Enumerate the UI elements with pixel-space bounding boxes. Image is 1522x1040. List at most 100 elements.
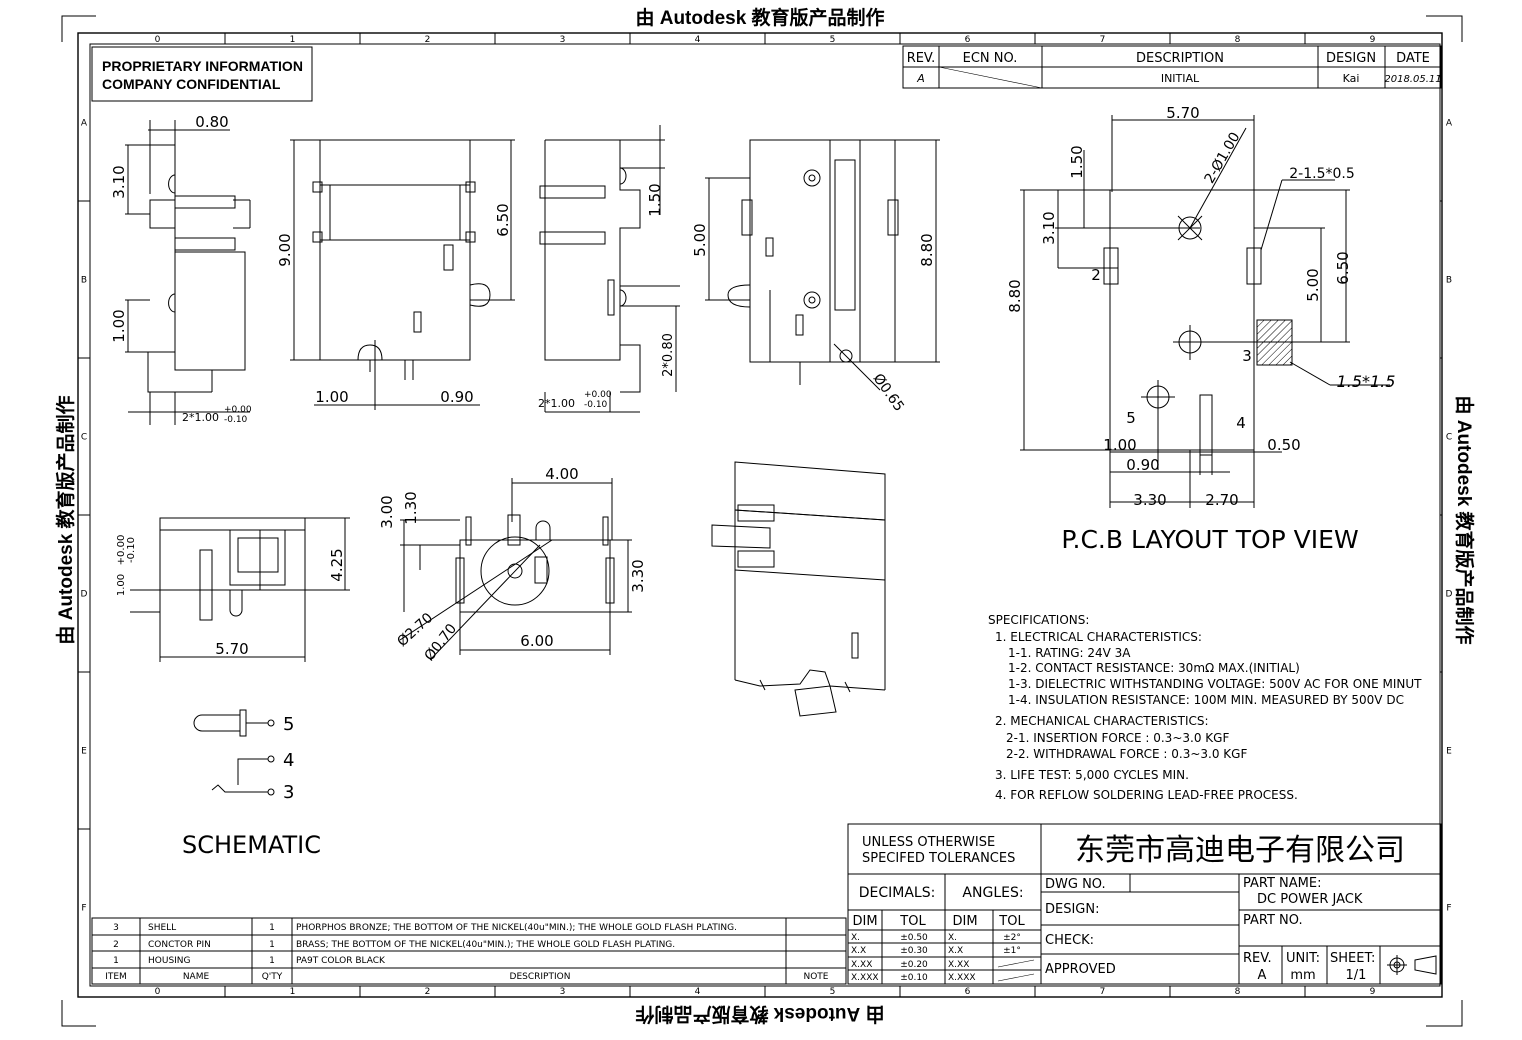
- pcb-dim-0.90: 0.90: [1126, 456, 1159, 474]
- dim-1.00-bottom: 1.00: [116, 574, 127, 596]
- grid-column-label: 2: [425, 35, 431, 45]
- bom-item: 3: [113, 923, 119, 933]
- grid-column-label: 4: [695, 35, 701, 45]
- pcb-pin-4: 4: [1236, 414, 1246, 432]
- right-view: [539, 125, 680, 413]
- grid-column-label: 0: [155, 987, 161, 997]
- pcb-dim-3.30: 3.30: [1133, 491, 1166, 509]
- dim-2x1.00-right: 2*1.00: [538, 397, 575, 410]
- spec-line: 1-3. DIELECTRIC WITHSTANDING VOLTAGE: 50…: [1008, 677, 1422, 691]
- grid-column-label: 3: [560, 987, 566, 997]
- grid-row-label: E: [1446, 747, 1452, 757]
- bom-item: 2: [113, 940, 119, 950]
- dim-1.30: 1.30: [402, 491, 420, 524]
- company-name: 东莞市高迪电子有限公司: [1075, 833, 1405, 868]
- grid-row-label: F: [81, 904, 86, 914]
- tol-ang-dim: X.XXX: [948, 973, 976, 983]
- dim-dia-0.65: Ø0.65: [870, 371, 907, 415]
- tol-dec-dim: X.XXX: [851, 973, 879, 983]
- proprietary-line2: COMPANY CONFIDENTIAL: [102, 76, 281, 92]
- pcb-dim-2.70: 2.70: [1205, 491, 1238, 509]
- tol-angles: ANGLES:: [962, 885, 1023, 901]
- date-value: 2018.05.11: [1384, 74, 1441, 85]
- tol-ang-value: ±2°: [1003, 933, 1021, 943]
- tol-dec-dim: X.XX: [851, 960, 872, 970]
- grid-row-label: C: [81, 433, 87, 443]
- rev-header: REV.: [907, 51, 936, 66]
- grid-row-label: B: [81, 276, 87, 286]
- unit-value: mm: [1290, 968, 1315, 983]
- spec-line: 2-1. INSERTION FORCE : 0.3~3.0 KGF: [1006, 731, 1229, 745]
- dim-4.25: 4.25: [328, 548, 346, 581]
- date-header: DATE: [1396, 51, 1430, 66]
- pcb-dim-6.50: 6.50: [1334, 251, 1352, 284]
- tol-ang-dim: X.X: [948, 946, 963, 956]
- bom-description: PA9T COLOR BLACK: [296, 956, 386, 966]
- pcb-dim-3.10: 3.10: [1040, 211, 1058, 244]
- grid-column-label: 3: [560, 35, 566, 45]
- dim-2x1.00-side: 2*1.00: [182, 411, 219, 424]
- revision-table: REV. ECN NO. DESCRIPTION DESIGN DATE A I…: [902, 45, 1442, 89]
- bom-qty: 1: [269, 940, 275, 950]
- design-value: Kai: [1343, 72, 1360, 85]
- tol-ang-dim: X.XX: [948, 960, 969, 970]
- design-header: DESIGN: [1326, 51, 1376, 66]
- tol-tol-header: TOL: [899, 914, 926, 929]
- grid-row-label: C: [1446, 433, 1452, 443]
- dim-3.00: 3.00: [378, 495, 396, 528]
- projection-symbol-icon: [1387, 955, 1437, 975]
- pcb-pin-5: 5: [1126, 409, 1136, 427]
- watermark-top: 由 Autodesk 教育版产品制作: [635, 6, 884, 29]
- watermark-right: 由 Autodesk 教育版产品制作: [1453, 395, 1476, 644]
- pcb-pin-3: 3: [1242, 347, 1252, 365]
- tol-title1: UNLESS OTHERWISE: [862, 835, 995, 850]
- tol-title2: SPECIFED TOLERANCES: [862, 851, 1015, 866]
- schematic-pin-5: 5: [283, 714, 294, 735]
- tol-dec-value: ±0.50: [900, 933, 928, 943]
- spec-line: 4. FOR REFLOW SOLDERING LEAD-FREE PROCES…: [995, 788, 1298, 802]
- rev-value: A: [916, 72, 925, 85]
- grid-column-label: 4: [695, 987, 701, 997]
- bom-name: CONCTOR PIN: [148, 940, 211, 950]
- pcb-dim-1.00: 1.00: [1103, 436, 1136, 454]
- dim-1.00-side: 1.00: [110, 309, 128, 342]
- pcb-layout: [1020, 115, 1390, 508]
- grid-column-label: 0: [155, 35, 161, 45]
- pcb-dim-2-1.5x0.5: 2-1.5*0.5: [1289, 166, 1355, 182]
- spec-line: 2-2. WITHDRAWAL FORCE : 0.3~3.0 KGF: [1006, 747, 1247, 761]
- bom-item: 1: [113, 956, 119, 966]
- bom-name: HOUSING: [148, 956, 191, 966]
- dim-3.30-end: 3.30: [629, 559, 647, 592]
- bom-header-description: DESCRIPTION: [510, 972, 571, 982]
- pcb-dim-0.50: 0.50: [1267, 436, 1300, 454]
- spec-heading: SPECIFICATIONS:: [988, 613, 1089, 627]
- tol-minus-bottom: -0.10: [126, 537, 137, 563]
- tol-minus-side: -0.10: [224, 415, 248, 425]
- grid-row-label: B: [1446, 276, 1452, 286]
- dim-6.00: 6.00: [520, 632, 553, 650]
- bom-header-item: ITEM: [105, 972, 127, 982]
- grid-column-label: 6: [965, 987, 971, 997]
- dim-5.70-bottom: 5.70: [215, 640, 248, 658]
- pcb-dim-5.70: 5.70: [1166, 104, 1199, 122]
- description-header: DESCRIPTION: [1136, 51, 1224, 66]
- schematic-pin-4: 4: [283, 750, 294, 771]
- tol-dec-dim: X.X: [851, 946, 866, 956]
- bom-qty: 1: [269, 956, 275, 966]
- tol-dec-value: ±0.30: [900, 946, 928, 956]
- schematic-title: SCHEMATIC: [182, 831, 321, 859]
- dim-0.90-front: 0.90: [440, 388, 473, 406]
- pcb-pin-2: 2: [1091, 266, 1101, 284]
- grid-column-label: 7: [1100, 35, 1106, 45]
- pcb-dim-1.5x1.5: 1.5*1.5: [1337, 372, 1396, 391]
- dim-6.50-front: 6.50: [494, 203, 512, 236]
- grid-column-label: 8: [1235, 987, 1241, 997]
- grid-column-label: 9: [1370, 987, 1376, 997]
- bom-description: BRASS; THE BOTTOM OF THE NICKEL(40u"MIN.…: [296, 940, 675, 950]
- tol-dec-value: ±0.20: [900, 960, 928, 970]
- tol-dim-header-ang: DIM: [952, 914, 977, 929]
- rear-view: [705, 139, 940, 391]
- part-no-label: PART NO.: [1243, 913, 1303, 928]
- spec-line: 1. ELECTRICAL CHARACTERISTICS:: [995, 630, 1202, 644]
